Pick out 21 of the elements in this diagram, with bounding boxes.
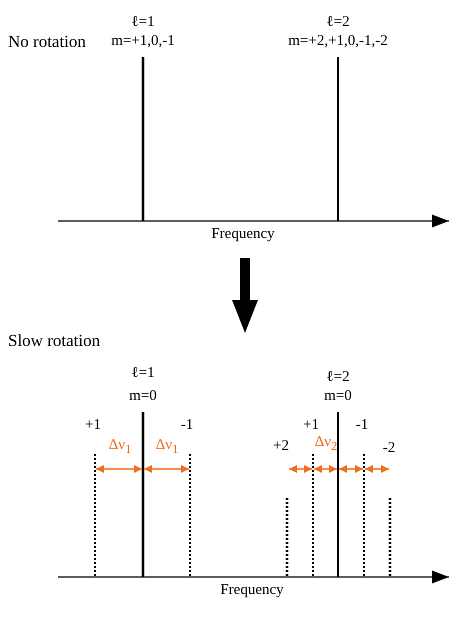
panel-heading: No rotation [8,33,86,50]
degree-label: ℓ=2 [326,369,350,386]
degree-label: ℓ=1 [131,365,155,382]
order-label: m=+1,0,-1 [111,33,175,50]
axis-label: Frequency [220,582,284,599]
order-label: -1 [356,417,368,434]
order-label: m=0 [129,388,157,405]
axis-label: Frequency [211,226,275,243]
panel-heading: Slow rotation [8,332,100,349]
splitting-label: Δν$_{1}$ [156,437,178,458]
order-label: m=+2,+1,0,-1,-2 [288,33,388,50]
order-label: -1 [180,417,194,434]
order-label: +2 [273,438,289,455]
order-label: -2 [382,440,396,457]
order-label: +1 [85,417,101,434]
splitting-label: Δν$_{2}$ [314,434,338,455]
order-label: m=0 [324,388,352,405]
splitting-label: Δν$_{1}$ [108,437,132,458]
order-label: +1 [303,417,319,434]
degree-label: ℓ=2 [326,14,350,31]
degree-label: ℓ=1 [131,14,155,31]
